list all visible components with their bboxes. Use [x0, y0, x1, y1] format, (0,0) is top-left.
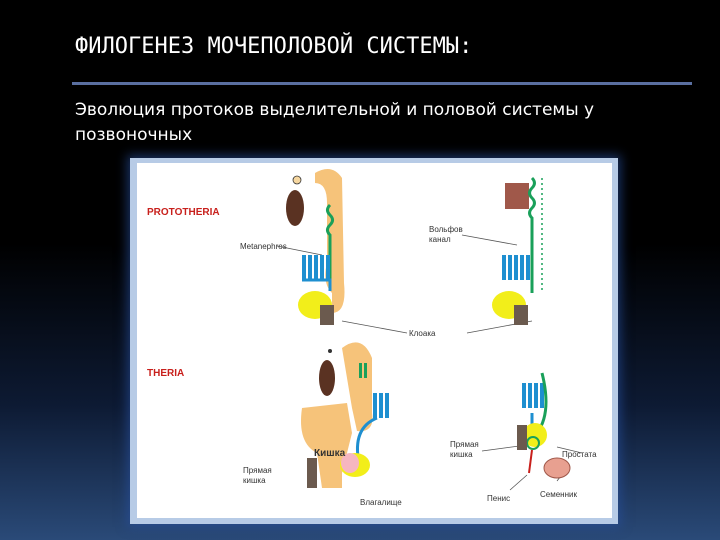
- kidney-icon: [502, 255, 530, 280]
- label-vagina: Влагалище: [360, 498, 402, 507]
- gonad-icon: [286, 190, 304, 226]
- theria-left: [301, 342, 389, 488]
- cloaca-icon: [320, 305, 334, 325]
- slide-subtitle: Эволюция протоков выделительной и полово…: [75, 100, 595, 145]
- kidney-icon: [302, 255, 330, 280]
- ovary-icon: [319, 360, 335, 396]
- kidney-icon: [522, 383, 544, 408]
- vagina-icon: [341, 453, 359, 473]
- label-prostate: Простата: [562, 450, 597, 459]
- label-rectum-right-line2: кишка: [450, 450, 473, 459]
- bladder-icon: [523, 423, 547, 447]
- gonad-icon: [505, 183, 529, 209]
- rectum-icon: [307, 458, 317, 488]
- label-rectum-left-line2: кишка: [243, 476, 266, 485]
- label-rectum-right-line1: Прямая: [450, 440, 479, 449]
- wolffian-remnant-icon: [359, 363, 367, 378]
- ovary-small-icon: [292, 175, 302, 185]
- uterus-icon: [301, 403, 352, 488]
- label-metanephros: Metanephros: [240, 242, 287, 251]
- rectum-icon: [517, 425, 527, 450]
- label-wolff-line1: Вольфов: [429, 225, 463, 234]
- urogenital-diagram: PROTOTHERIA THERIA Metanephros Вольфов к…: [147, 169, 597, 507]
- label-intestine: Кишка: [314, 448, 346, 459]
- wolffian-duct-icon: [326, 203, 334, 283]
- prototheria-right: [492, 176, 543, 325]
- kidney-icon: [373, 393, 389, 418]
- label-rectum-left-line1: Прямая: [243, 466, 272, 475]
- testis-icon: [543, 457, 571, 479]
- penis-icon: [528, 449, 533, 474]
- wolffian-duct-icon: [528, 176, 536, 293]
- cloaca-icon: [514, 305, 528, 325]
- slide-title: ФИЛОГЕНЕЗ МОЧЕПОЛОВОЙ СИСТЕМЫ:: [75, 34, 473, 59]
- prototheria-left: [286, 169, 345, 325]
- label-cloaca: Клоака: [409, 329, 436, 338]
- group-label-theria: THERIA: [147, 368, 184, 379]
- label-penis: Пенис: [487, 494, 510, 503]
- theria-right: [517, 372, 571, 479]
- figure-canvas: PROTOTHERIA THERIA Metanephros Вольфов к…: [137, 163, 612, 518]
- label-testis: Семенник: [540, 490, 577, 499]
- group-label-prototheria: PROTOTHERIA: [147, 207, 220, 218]
- label-wolff-line2: канал: [429, 235, 451, 244]
- title-divider: [72, 82, 692, 85]
